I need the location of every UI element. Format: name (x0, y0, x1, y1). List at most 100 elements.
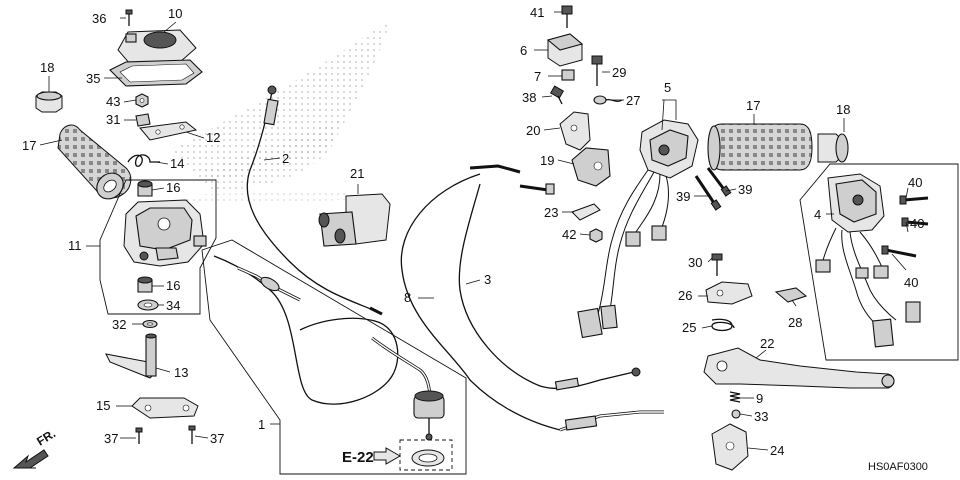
relay-6 (546, 33, 584, 67)
callout-17-right: 17 (746, 98, 760, 113)
callout-36: 36 (92, 11, 106, 26)
callout-26: 26 (678, 288, 692, 303)
screw-39-a (694, 175, 722, 211)
callout-31: 31 (106, 112, 120, 127)
cable-1 (213, 255, 445, 467)
callout-20: 20 (526, 123, 540, 138)
group-outline-11 (99, 179, 217, 315)
screw-37-b (188, 425, 196, 444)
clip-7 (561, 69, 575, 81)
screws-40 (881, 195, 929, 258)
front-label: FR. (34, 426, 58, 448)
callout-19: 19 (540, 153, 554, 168)
callout-27: 27 (626, 93, 640, 108)
plate-12 (139, 121, 198, 141)
left-switch-group (35, 9, 217, 444)
screw-36 (125, 9, 133, 26)
cable-2 (246, 85, 383, 316)
bracket-15 (131, 397, 199, 419)
switch-assembly-group-4 (799, 163, 959, 361)
callout-32: 32 (112, 317, 126, 332)
cable-8 (400, 164, 664, 432)
block-28 (774, 287, 808, 303)
cap-16-a (137, 180, 153, 197)
screw-37-a (135, 427, 143, 444)
callout-18-left: 18 (40, 60, 54, 75)
callout-21: 21 (350, 166, 364, 181)
callout-17-left: 17 (22, 138, 36, 153)
screw-38 (549, 85, 565, 105)
harness-4 (815, 227, 921, 348)
callout-12: 12 (206, 130, 220, 145)
callout-9: 9 (756, 391, 763, 406)
callout-39-b: 39 (738, 182, 752, 197)
callout-42: 42 (562, 227, 576, 242)
callout-22: 22 (760, 336, 774, 351)
callout-15: 15 (96, 398, 110, 413)
front-arrow-icon (12, 449, 49, 469)
callout-25: 25 (682, 320, 696, 335)
callouts: 36 10 18 35 43 31 12 17 14 16 11 16 34 3… (22, 5, 924, 458)
spring-14 (127, 154, 160, 167)
callout-39-a: 39 (676, 189, 690, 204)
callout-35: 35 (86, 71, 100, 86)
lever-13 (105, 333, 157, 379)
spring-25 (711, 318, 735, 332)
bracket-26 (705, 281, 753, 305)
callout-18-right: 18 (836, 102, 850, 117)
callout-33: 33 (754, 409, 768, 424)
nut-43 (135, 93, 149, 108)
brake-lever-group (703, 253, 895, 471)
grip-17-left (57, 124, 132, 200)
callout-4: 4 (814, 207, 821, 222)
bar-end-18-left (35, 91, 63, 113)
callout-40-b: 40 (910, 216, 924, 231)
callout-37-a: 37 (104, 431, 118, 446)
callout-16-a: 16 (166, 180, 180, 195)
callout-38: 38 (522, 90, 536, 105)
clip-31 (135, 113, 151, 127)
harness-5 (577, 169, 669, 339)
callout-37-b: 37 (210, 431, 224, 446)
callout-29: 29 (612, 65, 626, 80)
throttle-housing-5 (639, 119, 699, 179)
callout-28: 28 (788, 315, 802, 330)
cable-group: E-22 (201, 85, 664, 475)
grip-17-right (707, 123, 813, 171)
callout-41: 41 (530, 5, 544, 20)
bolt-30 (711, 253, 723, 276)
callout-5: 5 (664, 80, 671, 95)
group-outline-1 (201, 239, 467, 475)
callout-11: 11 (68, 238, 82, 253)
bolt-29 (591, 55, 603, 86)
callout-43: 43 (106, 94, 120, 109)
cross-ref-e22: E-22 (342, 439, 453, 471)
spring-9 (729, 391, 741, 403)
ring-27 (593, 95, 623, 105)
switch-housing-4 (827, 173, 885, 233)
bracket-20 (559, 111, 591, 151)
callout-30: 30 (688, 255, 702, 270)
lever-22 (703, 347, 895, 389)
callout-23: 23 (544, 205, 558, 220)
callout-1: 1 (258, 417, 265, 432)
cross-ref-label: E-22 (342, 449, 374, 466)
gasket-35 (109, 59, 203, 87)
callout-40-c: 40 (904, 275, 918, 290)
callout-24: 24 (770, 443, 784, 458)
switch-housing-11 (123, 199, 207, 267)
nut-42 (589, 228, 603, 243)
washer-33 (731, 409, 741, 419)
plate-23 (571, 203, 601, 221)
callout-8: 8 (404, 290, 411, 305)
callout-10: 10 (168, 6, 182, 21)
brand-watermark (170, 20, 390, 205)
switch-cover-10 (117, 29, 197, 65)
cross-ref-box (399, 439, 453, 471)
switch-block-21 (318, 193, 391, 247)
callout-3: 3 (484, 272, 491, 287)
washer-34 (137, 299, 159, 311)
callout-13: 13 (174, 365, 188, 380)
callout-40-a: 40 (908, 175, 922, 190)
